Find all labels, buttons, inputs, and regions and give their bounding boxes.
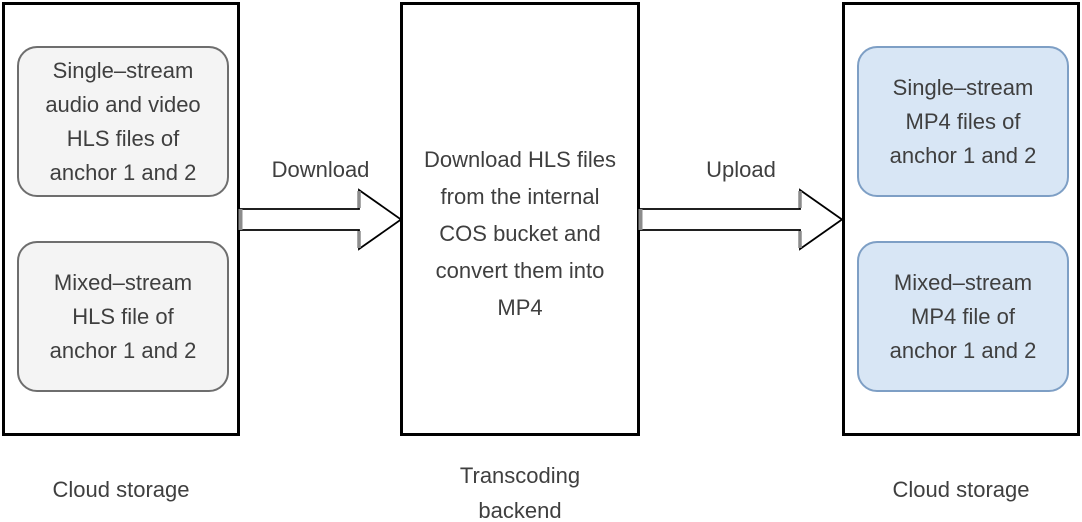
label-line: Transcoding [459, 463, 581, 488]
download-arrow [238, 185, 403, 255]
box-text-line: Single–stream [52, 57, 194, 83]
description-line: MP4 [497, 295, 543, 320]
box-text-line: MP4 file of [911, 303, 1015, 329]
single-stream-mp4-box: Single–stream MP4 files of anchor 1 and … [857, 46, 1069, 197]
box-text-line: audio and video [45, 91, 201, 117]
description-line: Download HLS files [424, 147, 616, 172]
arrow-right-icon [638, 188, 844, 251]
box-text-line: Mixed–stream [893, 269, 1033, 295]
label-line: backend [478, 498, 562, 522]
box-text-line: Single–stream [892, 74, 1034, 100]
upload-arrow-label: Upload [706, 157, 776, 182]
right-cloud-storage-label: Cloud storage [892, 477, 1030, 502]
arrow-right-icon [238, 188, 403, 251]
box-text-line: MP4 files of [905, 108, 1021, 134]
box-text-line: anchor 1 and 2 [889, 337, 1037, 363]
transcoding-backend-label: Transcoding backend [400, 458, 640, 522]
left-cloud-storage-container: Single–stream audio and video HLS files … [2, 2, 240, 436]
box-text-line: anchor 1 and 2 [49, 159, 197, 185]
mixed-stream-mp4-box: Mixed–stream MP4 file of anchor 1 and 2 [857, 241, 1069, 392]
right-cloud-storage-container: Single–stream MP4 files of anchor 1 and … [842, 2, 1080, 436]
box-text-line: HLS file of [72, 303, 174, 329]
box-text-line: HLS files of [66, 125, 180, 151]
mixed-stream-hls-box: Mixed–stream HLS file of anchor 1 and 2 [17, 241, 229, 392]
box-text-line: anchor 1 and 2 [49, 337, 197, 363]
box-text-line: Mixed–stream [53, 269, 193, 295]
download-arrow-label: Download [271, 157, 370, 182]
left-cloud-storage-label: Cloud storage [52, 477, 190, 502]
transcoding-backend-container: Download HLS files from the internal COS… [400, 2, 640, 436]
description-line: COS bucket and [439, 221, 601, 246]
transcoding-description: Download HLS files from the internal COS… [411, 141, 629, 326]
box-text-line: anchor 1 and 2 [889, 142, 1037, 168]
description-line: convert them into [435, 258, 605, 283]
single-stream-hls-box: Single–stream audio and video HLS files … [17, 46, 229, 197]
description-line: from the internal [440, 184, 600, 209]
upload-arrow [638, 185, 844, 255]
